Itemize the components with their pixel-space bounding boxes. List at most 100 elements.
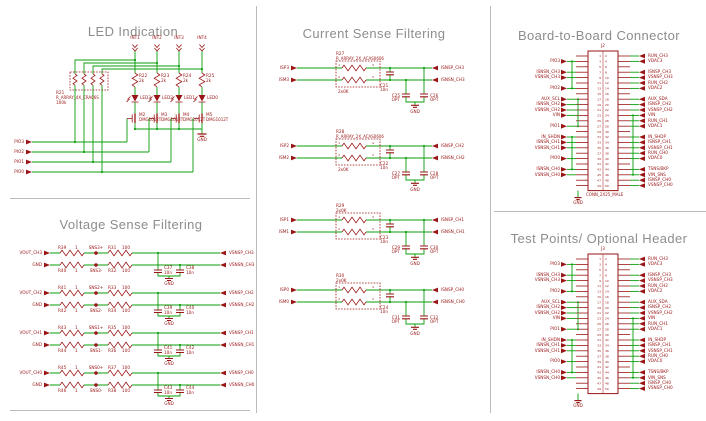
resistor-value: 1	[75, 365, 78, 371]
net-label: INT1	[130, 35, 140, 40]
gnd-symbol	[197, 133, 207, 137]
net-label: GND	[573, 200, 583, 206]
resistor-ref: R24	[183, 73, 192, 78]
svg-text:48: 48	[605, 381, 609, 385]
net-label: VIN	[648, 315, 656, 321]
resistor-value: 2k	[161, 78, 167, 83]
cap-ref: C24	[380, 304, 389, 310]
net-label: VSNSP_CH1	[648, 144, 673, 150]
gnd-label: GND	[164, 360, 174, 366]
array-ref: R27	[336, 50, 345, 56]
cap-value: 10n	[164, 269, 172, 275]
svg-text:15: 15	[597, 295, 601, 299]
net-label: ISNSP_CH3	[648, 68, 672, 74]
cap-value: OPT	[391, 175, 400, 180]
net-label: INT3	[174, 35, 184, 40]
net-label: ISP2	[279, 142, 289, 148]
net-label: INT4	[197, 35, 207, 40]
svg-text:43: 43	[597, 371, 601, 375]
fet-ref: M2	[139, 112, 146, 117]
led-triangles	[26, 95, 206, 175]
section-current-sense: Current Sense Filtering 1 2 4 3	[258, 10, 490, 420]
svg-text:13: 13	[597, 290, 601, 294]
resistor-ref: R32	[108, 267, 117, 273]
svg-text:6: 6	[605, 65, 607, 69]
cap-ref: C28	[430, 170, 439, 176]
array-part: R_ARRAY_2X_ACAS0606	[336, 55, 384, 61]
pin-number: 1	[338, 285, 340, 289]
net-label: ISNSN_CH0	[536, 166, 560, 172]
voltage-row-graphic	[44, 249, 226, 282]
net-label: ISNSN_CH1	[536, 342, 560, 348]
svg-text:22: 22	[605, 108, 609, 112]
pin-number: 4	[372, 285, 374, 289]
svg-text:1: 1	[599, 257, 601, 261]
cap-value: 10n	[186, 389, 194, 395]
cap-value: 10n	[164, 349, 172, 355]
resistor-value: 100	[122, 365, 130, 371]
svg-text:46: 46	[605, 173, 609, 177]
net-label: VSNSN_CH1	[229, 341, 255, 347]
net-label: ISNSN_CH2	[441, 154, 465, 160]
svg-text:8: 8	[605, 70, 607, 74]
net-label: ISNSP_CH0	[648, 379, 672, 385]
svg-text:21: 21	[597, 108, 601, 112]
svg-text:42: 42	[605, 162, 609, 166]
net-label: VIN	[648, 112, 656, 118]
net-label: VSNSN_CH1	[534, 144, 560, 150]
net-label: RUN_CH1	[648, 320, 668, 326]
net-label: VDAC0	[648, 358, 663, 364]
cap-ref: C30	[430, 244, 439, 250]
divider-vertical-right	[490, 6, 491, 413]
svg-text:30: 30	[605, 333, 609, 337]
net-label: VSNSP_CH1	[229, 329, 254, 335]
svg-text:22: 22	[605, 311, 609, 315]
resistor-value: 100	[122, 307, 130, 313]
voltage-row-ch0: VOUT_CH0 GND R45 1 R46 1 SNS0+ SNS0- R37…	[8, 365, 254, 406]
net-label: GND	[32, 301, 42, 307]
svg-text:19: 19	[597, 306, 601, 310]
svg-text:12: 12	[605, 284, 609, 288]
svg-text:29: 29	[597, 333, 601, 337]
cap-value: OPT	[430, 249, 439, 254]
testpoint-label: SNS3-	[89, 267, 103, 273]
net-label: VDAC1	[648, 122, 663, 128]
cap-value: 10n	[164, 389, 172, 395]
cap-ref: C29	[391, 244, 400, 250]
cap-value: OPT	[430, 97, 439, 102]
junction-dots	[73, 58, 204, 174]
svg-text:40: 40	[605, 360, 609, 364]
resistor-ref: R37	[108, 365, 117, 371]
resistor-value: 1	[75, 387, 78, 393]
svg-text:24: 24	[605, 317, 609, 321]
net-label: PIO0	[14, 168, 24, 174]
current-sense-block-ch1: 1 2 4 3 ISP1 ISM1 R29 2x0K C23 10n C29 O…	[258, 202, 490, 280]
net-label: ISNSP_CH3	[648, 271, 672, 277]
net-label: VSNSP_CH3	[648, 277, 673, 283]
net-label: ISNSP_CH1	[648, 139, 672, 145]
net-label: ISP1	[279, 216, 289, 222]
net-label: VOUT_CH0	[19, 369, 42, 375]
cap-ref: C41	[164, 345, 173, 350]
net-label: PIO1	[14, 158, 24, 164]
gnd-label: GND	[164, 400, 174, 406]
svg-text:50: 50	[605, 184, 609, 188]
pin-number: 4	[372, 63, 374, 67]
net-label: ISNSN_CH1	[441, 228, 465, 234]
resistor-ref: R40	[58, 267, 67, 273]
svg-text:48: 48	[605, 178, 609, 182]
cap-ref: C22	[380, 160, 389, 166]
net-label: VSNSN_CH3	[534, 277, 560, 283]
svg-text:18: 18	[605, 300, 609, 304]
fet-ref: M3	[161, 112, 168, 117]
pin-number: 1	[338, 141, 340, 145]
resistor-ref: R39	[58, 245, 67, 251]
net-label: ISNSN_CH0	[441, 298, 465, 304]
svg-text:10: 10	[605, 279, 609, 283]
resistor-value: 2k	[139, 78, 145, 83]
current-sense-graphic: 1 2 4 3	[291, 282, 438, 330]
array-ref: R28	[336, 128, 345, 134]
pin-number: 3	[372, 297, 374, 301]
